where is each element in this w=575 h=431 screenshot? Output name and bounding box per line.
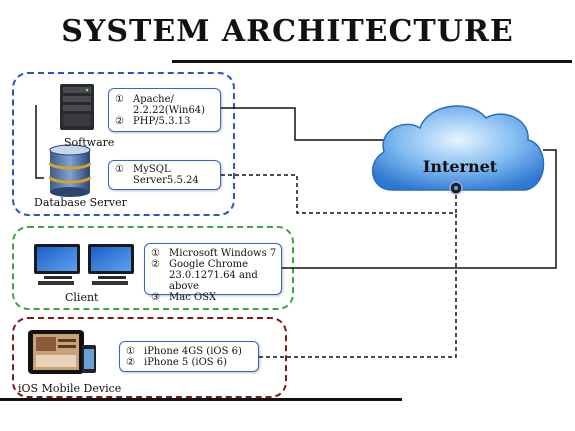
client-info-box: ① Microsoft Windows 7 ② Google Chrome 23… (144, 243, 282, 303)
item-text: Google Chrome 23.0.1271.64 and above (169, 259, 258, 292)
list-item: ③ Mac OSX (145, 292, 281, 303)
server-group (12, 72, 235, 216)
internet-cloud (371, 105, 545, 195)
software-info-box: ① Apache/ 2.2.22(Win64) ② PHP/5.3.13 (108, 88, 221, 132)
desktop-computer-icon (34, 244, 80, 285)
item-text: iPhone 4GS (iOS 6) (144, 346, 242, 357)
client-to-internet-line (282, 149, 557, 269)
client-caption: Client (65, 291, 99, 304)
item-text: PHP/5.3.13 (133, 116, 191, 127)
item-number: ③ (151, 292, 160, 303)
bottom-rule (0, 398, 402, 401)
ios-group (12, 317, 287, 398)
dashed-connectors (221, 174, 457, 358)
item-text: Apache/ 2.2.22(Win64) (133, 94, 206, 116)
ipad-icon (28, 330, 84, 374)
item-number: ① (151, 248, 160, 259)
db-to-internet-line (221, 174, 457, 214)
item-text: MySQL Server5.5.24 (133, 164, 199, 186)
database-info-box: ① MySQL Server5.5.24 (108, 160, 221, 190)
list-item: ② iPhone 5 (iOS 6) (120, 357, 258, 368)
server-tree-line (35, 105, 44, 179)
item-number: ① (115, 164, 124, 175)
item-number: ① (126, 346, 135, 357)
item-number: ① (115, 94, 124, 105)
internet-label: Internet (422, 157, 498, 176)
ios-info-box: ① iPhone 4GS (iOS 6) ② iPhone 5 (iOS 6) (119, 341, 259, 372)
list-item: ① iPhone 4GS (iOS 6) (120, 346, 258, 357)
list-item: ① MySQL Server5.5.24 (109, 164, 220, 186)
iphone-icon (82, 345, 96, 373)
item-text: Microsoft Windows 7 (169, 248, 277, 259)
item-number: ② (151, 259, 160, 270)
item-number: ② (115, 116, 124, 127)
server-icon (60, 84, 94, 130)
item-text: Mac OSX (169, 292, 217, 303)
item-number: ② (126, 357, 135, 368)
software-to-internet-line (221, 107, 388, 141)
list-item: ① Apache/ 2.2.22(Win64) (109, 94, 220, 116)
software-caption: Software (64, 136, 115, 149)
solid-connectors (35, 105, 557, 269)
list-item: ① Microsoft Windows 7 (145, 248, 281, 259)
page-title: SYSTEM ARCHITECTURE (61, 14, 514, 49)
ios-to-internet-line (259, 213, 457, 358)
database-server-caption: Database Server (34, 196, 127, 209)
database-icon (48, 144, 92, 197)
title-underline (172, 60, 572, 63)
list-item: ② Google Chrome 23.0.1271.64 and above (145, 259, 281, 292)
desktop-computer-icon (88, 244, 134, 285)
item-text: iPhone 5 (iOS 6) (144, 357, 228, 368)
list-item: ② PHP/5.3.13 (109, 116, 220, 127)
ios-device-caption: iOS Mobile Device (18, 382, 122, 395)
